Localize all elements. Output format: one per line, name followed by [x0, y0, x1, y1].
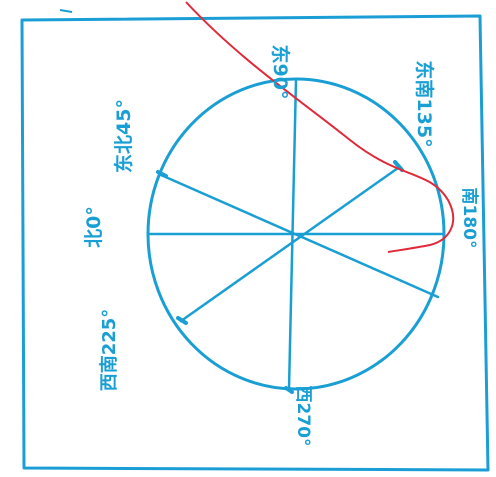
direction-labels: 北0° 东北45° 西270° 西南225° 东90° 东南135° 南180° — [83, 45, 480, 447]
margin-stroke — [59, 9, 73, 13]
label-northeast: 东北45° — [112, 99, 135, 173]
tick-northeast — [156, 170, 168, 178]
division-lines — [146, 78, 446, 391]
outer-frame — [20, 14, 490, 472]
red-curve — [185, 1, 455, 253]
tick-west — [284, 386, 294, 394]
label-southeast: 东南135° — [413, 60, 436, 147]
label-south: 南180° — [459, 188, 480, 249]
diagonal-se-nw — [179, 166, 400, 323]
label-southwest: 西南225° — [98, 309, 120, 392]
tick-southwest — [176, 316, 188, 325]
label-north: 北0° — [83, 206, 105, 248]
label-west: 西270° — [293, 386, 313, 447]
label-east: 东90° — [269, 45, 292, 100]
